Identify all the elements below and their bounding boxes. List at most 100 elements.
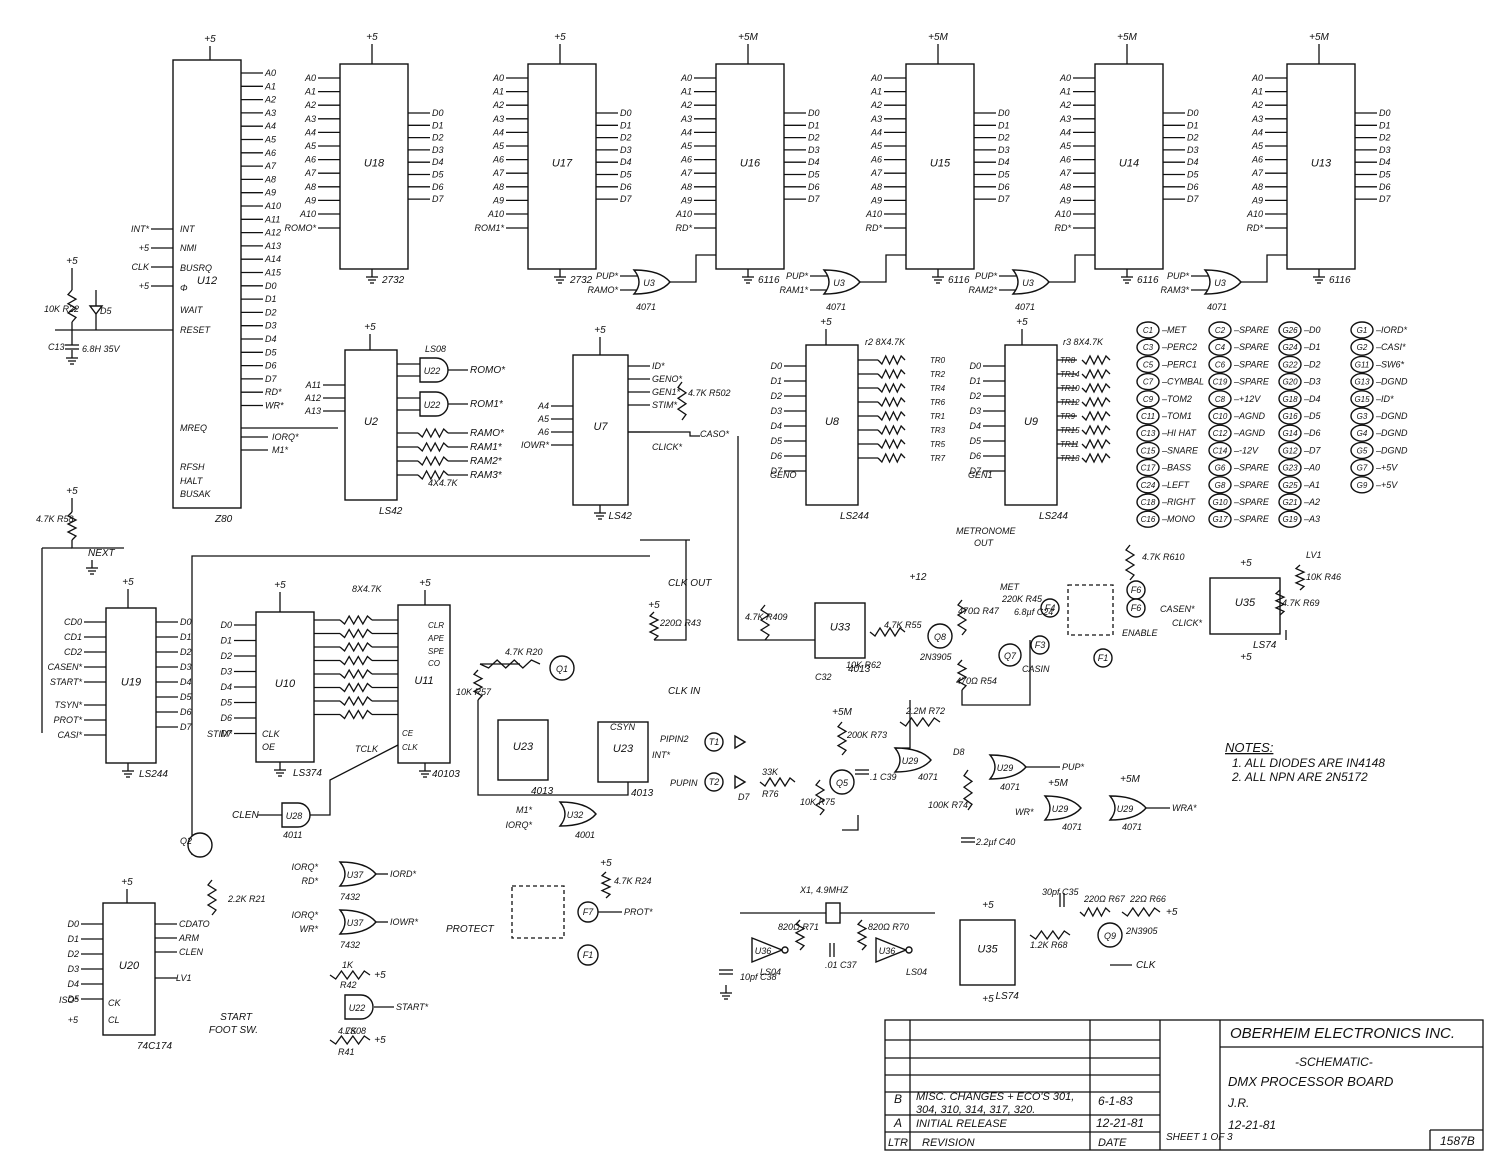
u15-pin-label: D2 [998, 133, 1010, 143]
connector-c-even-pin [1208, 321, 1232, 339]
r409-label: 4.7K R409 [745, 612, 788, 622]
connector-g-even-signal-label: –D0 [1303, 325, 1321, 335]
u19-pin-label: D7 [180, 722, 192, 732]
pup-label: PUP* [975, 271, 998, 281]
connector-g-even-signal-label: –D1 [1303, 342, 1321, 352]
wires-layer [41, 44, 1377, 1008]
u12-pin-label: D4 [265, 334, 277, 344]
connector-c-even-pin-id: G17 [1212, 515, 1228, 524]
chip-u13-part: 6116 [1329, 275, 1351, 286]
chip-u9 [1004, 344, 1058, 506]
resistor-r69 [1274, 589, 1286, 616]
notes-block: NOTES: 1. ALL DIODES ARE IN4148 2. ALL N… [1225, 740, 1385, 784]
chip-u11-ref: U11 [414, 675, 433, 687]
u18-pin-label: D6 [432, 182, 444, 192]
u20-lv1-label: LV1 [176, 973, 192, 983]
supply-label: +5 [1016, 317, 1028, 328]
r43-label: 220Ω R43 [659, 618, 701, 628]
flip-flop-u23-a-ref: U23 [513, 741, 534, 753]
connector-c-even-signal-label: –AGND [1233, 428, 1266, 438]
u10-clk-label: CLK [262, 729, 281, 739]
c13-label: C13 [48, 342, 65, 352]
resistor-r22 [66, 289, 78, 323]
u12-inner-pin-label: INT [180, 224, 196, 234]
resistor-u9-pack [1081, 410, 1111, 422]
csyn-label: CSYN [610, 722, 636, 732]
transistor-q2 [187, 832, 213, 858]
note-item-2: 2. ALL NPN ARE 2N5172 [1231, 770, 1368, 784]
u19-pin-label: PROT* [53, 715, 82, 725]
rev-b-date: 6-1-83 [1098, 1094, 1133, 1108]
connector-c-odd-signal-label: –SNARE [1161, 445, 1199, 455]
and-gate-u22-b-ref: U22 [424, 400, 441, 410]
c24-label: 6.8µf C24 [1014, 607, 1053, 617]
resistor-u9-pack [1081, 354, 1111, 366]
met-label: MET [1000, 582, 1021, 592]
supply-label: +5 [122, 577, 134, 588]
u13-pin-label: A7 [1251, 168, 1264, 178]
u14-pin-label: D2 [1187, 133, 1199, 143]
u12-pin-label: A10 [264, 201, 281, 211]
u19-pin-label: D2 [180, 647, 192, 657]
connector-g-even-pin [1278, 321, 1302, 339]
u13-pin-label: A2 [1251, 100, 1263, 110]
connector-c-even-pin [1208, 372, 1232, 391]
u16-sel-label: RD* [675, 223, 692, 233]
capacitor-c40 [961, 837, 975, 843]
supply-label: +5 [374, 1035, 386, 1046]
resistor-u2-pack [417, 469, 449, 481]
r62-label: 10K R62 [846, 660, 881, 670]
connector-c-odd-signal-label: –TOM1 [1161, 411, 1192, 421]
connector-g-even-pin [1278, 476, 1302, 494]
u16-pin-label: D7 [808, 194, 820, 204]
u20-pin-label: D5 [67, 994, 79, 1004]
u20-iso-label: ISO* [59, 995, 79, 1005]
u8-out-label: TR3 [930, 426, 946, 435]
resistor-r409 [759, 604, 771, 641]
u17-pin-label: A6 [492, 155, 504, 165]
u12-inner-pin-label: HALT [180, 476, 204, 486]
r76-value: 33K [762, 767, 779, 777]
resistor-r47 [956, 599, 968, 636]
u19-pin-label: D3 [180, 662, 192, 672]
u16-pin-label: D2 [808, 133, 820, 143]
r47-label: 470Ω R47 [958, 606, 1000, 616]
r76-label: R76 [762, 789, 779, 799]
supply-label: +5 [1240, 652, 1252, 663]
pup-label: PUP* [1167, 271, 1190, 281]
chip-u20 [102, 902, 156, 1036]
u17-pin-label: A2 [492, 100, 504, 110]
resistor-u10-pack [339, 709, 373, 720]
crystal-x1 [825, 902, 841, 924]
resistor-u8-pack [877, 424, 906, 436]
resistor-u8-pack [877, 368, 906, 380]
u15-pin-label: D5 [998, 170, 1010, 180]
u13-pin-label: D4 [1379, 157, 1391, 167]
u13-pin-label: D1 [1379, 120, 1391, 130]
resistor-u8-pack [877, 354, 906, 366]
q2-label: Q2 [180, 836, 192, 846]
u16-pin-label: A10 [675, 209, 692, 219]
connector-c-odd-pin [1136, 390, 1160, 408]
connector-c-even-signal-label: –SPARE [1233, 377, 1270, 387]
u12-pin-label: INT* [131, 224, 149, 234]
col-revision: REVISION [922, 1137, 975, 1149]
connector-g-even-pin [1278, 355, 1302, 374]
transistor-q8 [927, 623, 953, 649]
wire [191, 555, 650, 855]
or-gate-u29-b [988, 754, 1027, 780]
connector-c-odd-signal-label: –PERC2 [1161, 342, 1197, 352]
and-gate-u22-b [419, 391, 449, 417]
connector-g-even-signal-label: –A1 [1303, 480, 1320, 490]
resistor-u8-pack [877, 382, 906, 394]
cs-net [1241, 254, 1287, 283]
connector-c-even-signal-label: –SPARE [1233, 497, 1270, 507]
u18-pin-label: A0 [304, 73, 316, 83]
capacitor-c13 [65, 344, 79, 350]
c13-value: 6.8H 35V [82, 344, 121, 354]
resistor-u10-pack [339, 695, 373, 707]
u10-pin-label: D4 [220, 682, 232, 692]
connector-g-even-pin-id: G21 [1282, 498, 1297, 507]
connector-g-odd-signal-label: –SW6* [1375, 359, 1405, 369]
